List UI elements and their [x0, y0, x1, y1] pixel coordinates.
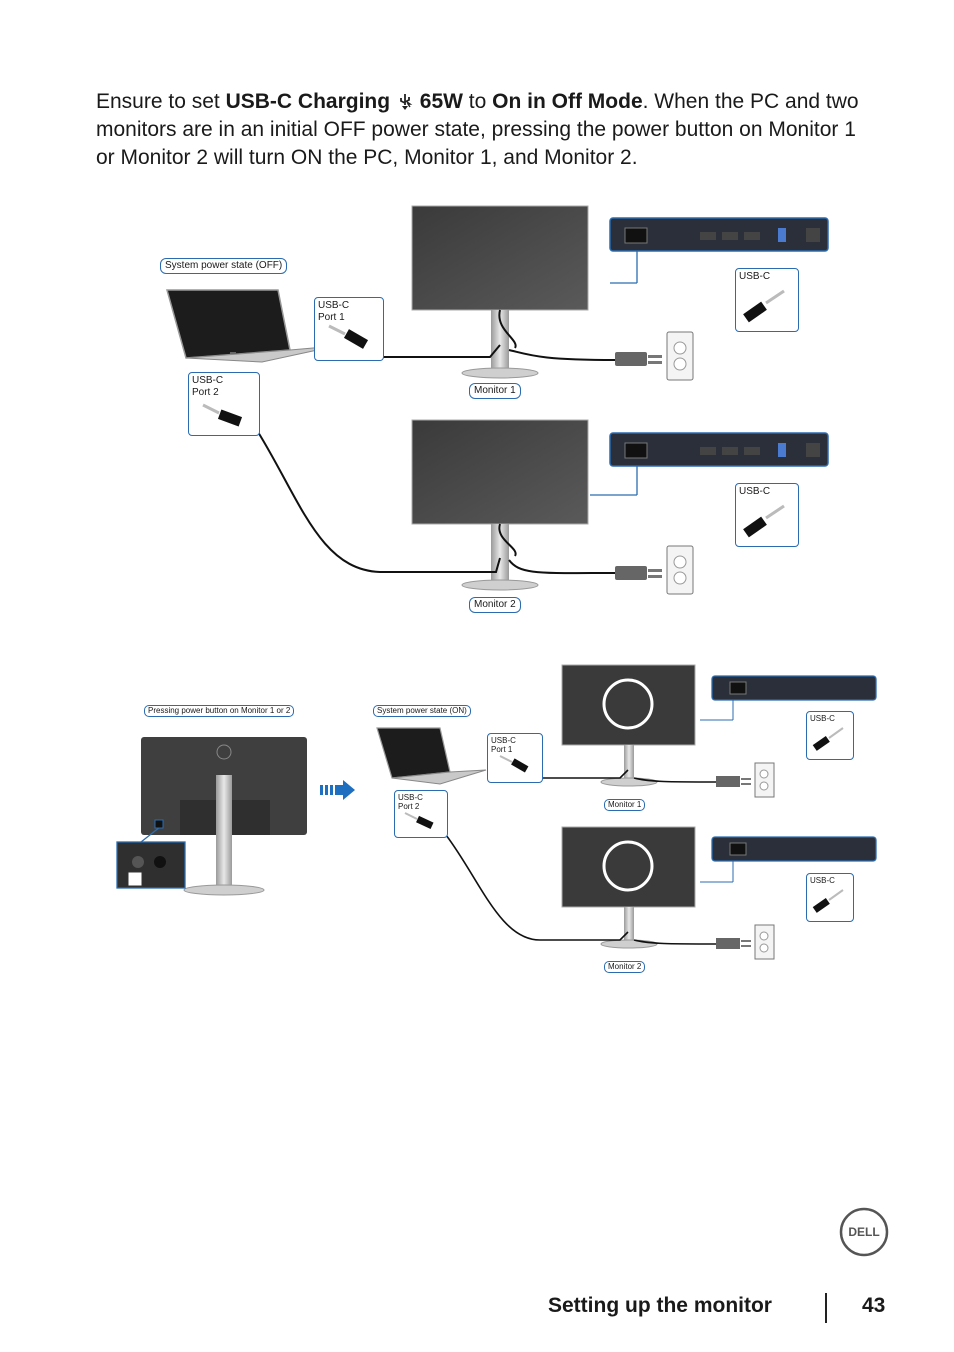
pressing-power-button-label: Pressing power button on Monitor 1 or 2: [144, 705, 295, 717]
monitor-2-off: [411, 419, 589, 591]
monitor-rear-view: [116, 737, 307, 896]
power-plug-icon: [615, 352, 662, 366]
monitor-1-on: [561, 664, 696, 787]
intro-bold-65w: 65W: [419, 90, 463, 113]
usb-charging-icon: [400, 94, 413, 110]
port-panel-1: [609, 217, 829, 284]
footer-divider: [825, 1293, 827, 1323]
port-panel-2-on: [700, 836, 877, 883]
monitor-2-on: [561, 826, 696, 949]
usb-c-connector-icon: [499, 755, 529, 773]
dell-logo-icon: DELL: [839, 1207, 889, 1257]
power-outlet-icon: [754, 762, 775, 798]
power-outlet-icon: [754, 924, 775, 960]
monitor-2-usb-c-box: USB-C: [735, 483, 799, 547]
laptop-on-usb-c-port-1-box: USB-C Port 1: [487, 733, 543, 783]
figure-on-state: [116, 664, 877, 960]
intro-text-3: . When the PC and two monitors are in an…: [96, 90, 859, 169]
monitor-2-label: Monitor 2: [469, 597, 521, 613]
laptop-on: [376, 727, 487, 785]
intro-text-1: Ensure to set: [96, 90, 226, 113]
intro-bold-on-in-off-mode: On in Off Mode: [492, 90, 643, 113]
laptop-on-usb-c-port-2-box: USB-C Port 2: [394, 790, 448, 838]
figure-off-state: [166, 205, 829, 595]
power-plug-icon: [716, 776, 751, 787]
monitor-1-usb-c-box: USB-C: [735, 268, 799, 332]
footer-page-number: 43: [862, 1294, 886, 1317]
laptop-usb-c-port-2-box: USB-C Port 2: [188, 372, 260, 436]
usb-c-connector-icon: [404, 812, 434, 830]
usb-c-connector-icon: [743, 504, 785, 538]
usb-c-connector-icon: [812, 727, 844, 751]
monitor-1-on-usb-c-box: USB-C: [806, 711, 854, 760]
monitor-1-on-label: Monitor 1: [604, 799, 646, 811]
port-panel-2: [590, 432, 829, 496]
usb-c-connector-icon: [202, 403, 243, 427]
intro-text-2: to: [462, 90, 493, 113]
usb-c-connector-icon: [328, 324, 369, 349]
port-panel-1-on: [700, 675, 877, 721]
system-power-state-off-label: System power state (OFF): [160, 258, 288, 274]
laptop-off: [166, 289, 337, 363]
power-outlet-icon: [666, 545, 694, 595]
power-plug-icon: [615, 566, 662, 580]
dell-logo-text: DELL: [848, 1225, 879, 1239]
intro-bold-usb-c-charging: USB-C Charging: [225, 90, 391, 113]
power-plug-icon: [716, 938, 751, 949]
footer-section-title: Setting up the monitor: [548, 1294, 772, 1317]
monitor-1-off: [411, 205, 589, 379]
intro-paragraph: Ensure to set USB-C Charging 65W to On i…: [96, 88, 876, 172]
usb-c-connector-icon: [812, 889, 844, 913]
monitor-2-on-usb-c-box: USB-C: [806, 873, 854, 922]
power-outlet-icon: [666, 331, 694, 381]
usb-c-connector-icon: [743, 289, 785, 323]
system-power-state-on-label: System power state (ON): [373, 705, 471, 717]
monitor-1-label: Monitor 1: [469, 383, 521, 399]
arrow-right-icon: [320, 780, 355, 800]
laptop-usb-c-port-1-box: USB-C Port 1: [314, 297, 384, 361]
monitor-2-on-label: Monitor 2: [604, 961, 646, 973]
